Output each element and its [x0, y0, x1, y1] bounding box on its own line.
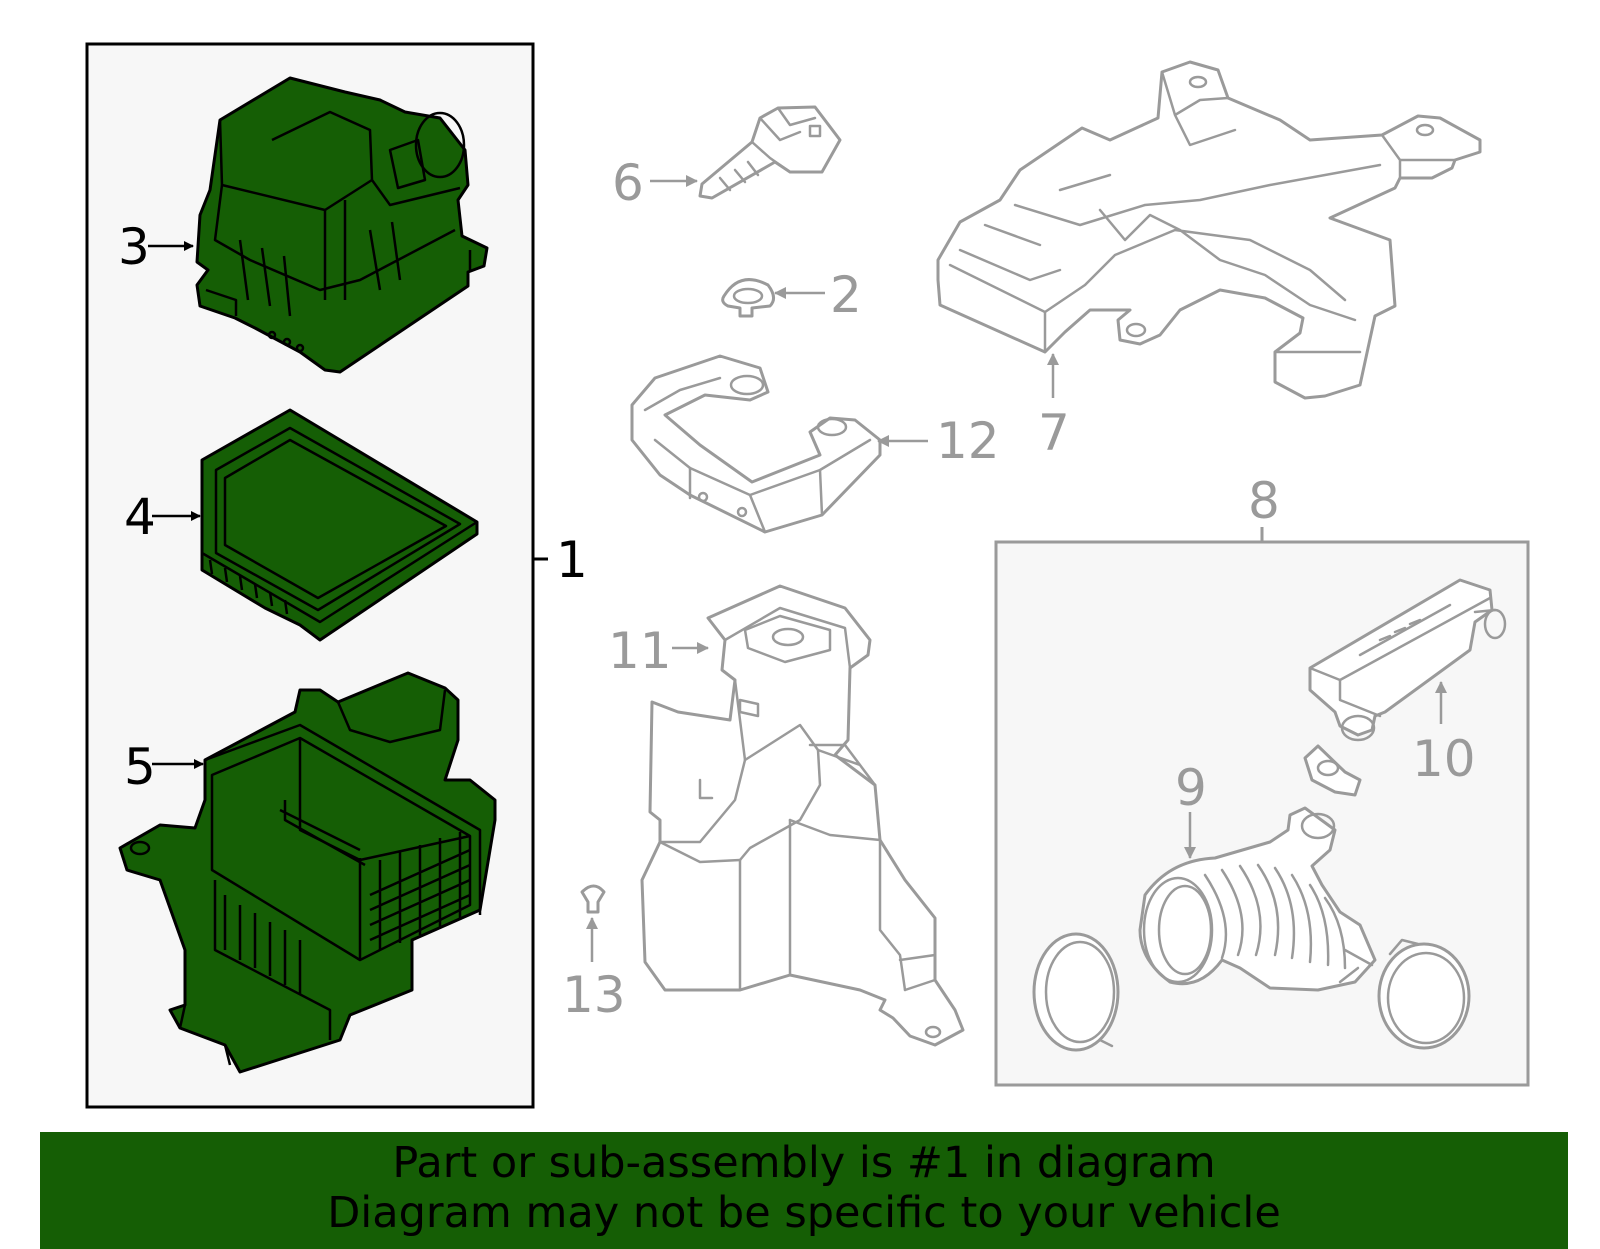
callout-3: 3 [118, 218, 150, 276]
intake-hose-part[interactable] [1138, 806, 1377, 992]
banner-line-1: Part or sub-assembly is #1 in diagram [392, 1138, 1216, 1188]
air-intake-duct-part[interactable] [640, 584, 965, 1047]
hose-clamp-left[interactable] [1032, 932, 1120, 1052]
intake-duct-part[interactable] [936, 60, 1482, 400]
callout-5: 5 [124, 738, 156, 796]
hose-clamp-right[interactable] [1377, 938, 1471, 1050]
callout-1: 1 [556, 531, 588, 589]
callout-4: 4 [124, 488, 156, 546]
callout-11: 11 [608, 622, 672, 680]
bracket-part[interactable] [630, 354, 882, 534]
callout-2: 2 [830, 266, 862, 324]
air-cleaner-cover[interactable] [195, 76, 489, 374]
clip-part[interactable] [580, 884, 606, 914]
air-cleaner-body[interactable] [118, 671, 497, 1074]
callout-7: 7 [1038, 404, 1070, 462]
callout-6: 6 [612, 154, 644, 212]
sensor-part[interactable] [698, 105, 842, 200]
callout-13: 13 [562, 966, 626, 1024]
airflow-sensor-part[interactable] [1308, 578, 1507, 742]
small-clamp-part[interactable] [1303, 744, 1362, 797]
info-banner: Part or sub-assembly is #1 in diagram Di… [40, 1132, 1568, 1249]
callout-8: 8 [1248, 472, 1280, 530]
callout-12: 12 [936, 412, 1000, 470]
callout-10: 10 [1412, 730, 1476, 788]
callout-9: 9 [1175, 759, 1207, 817]
grommet-part[interactable] [721, 278, 775, 318]
air-filter-element[interactable] [200, 408, 479, 642]
banner-line-2: Diagram may not be specific to your vehi… [327, 1188, 1281, 1238]
